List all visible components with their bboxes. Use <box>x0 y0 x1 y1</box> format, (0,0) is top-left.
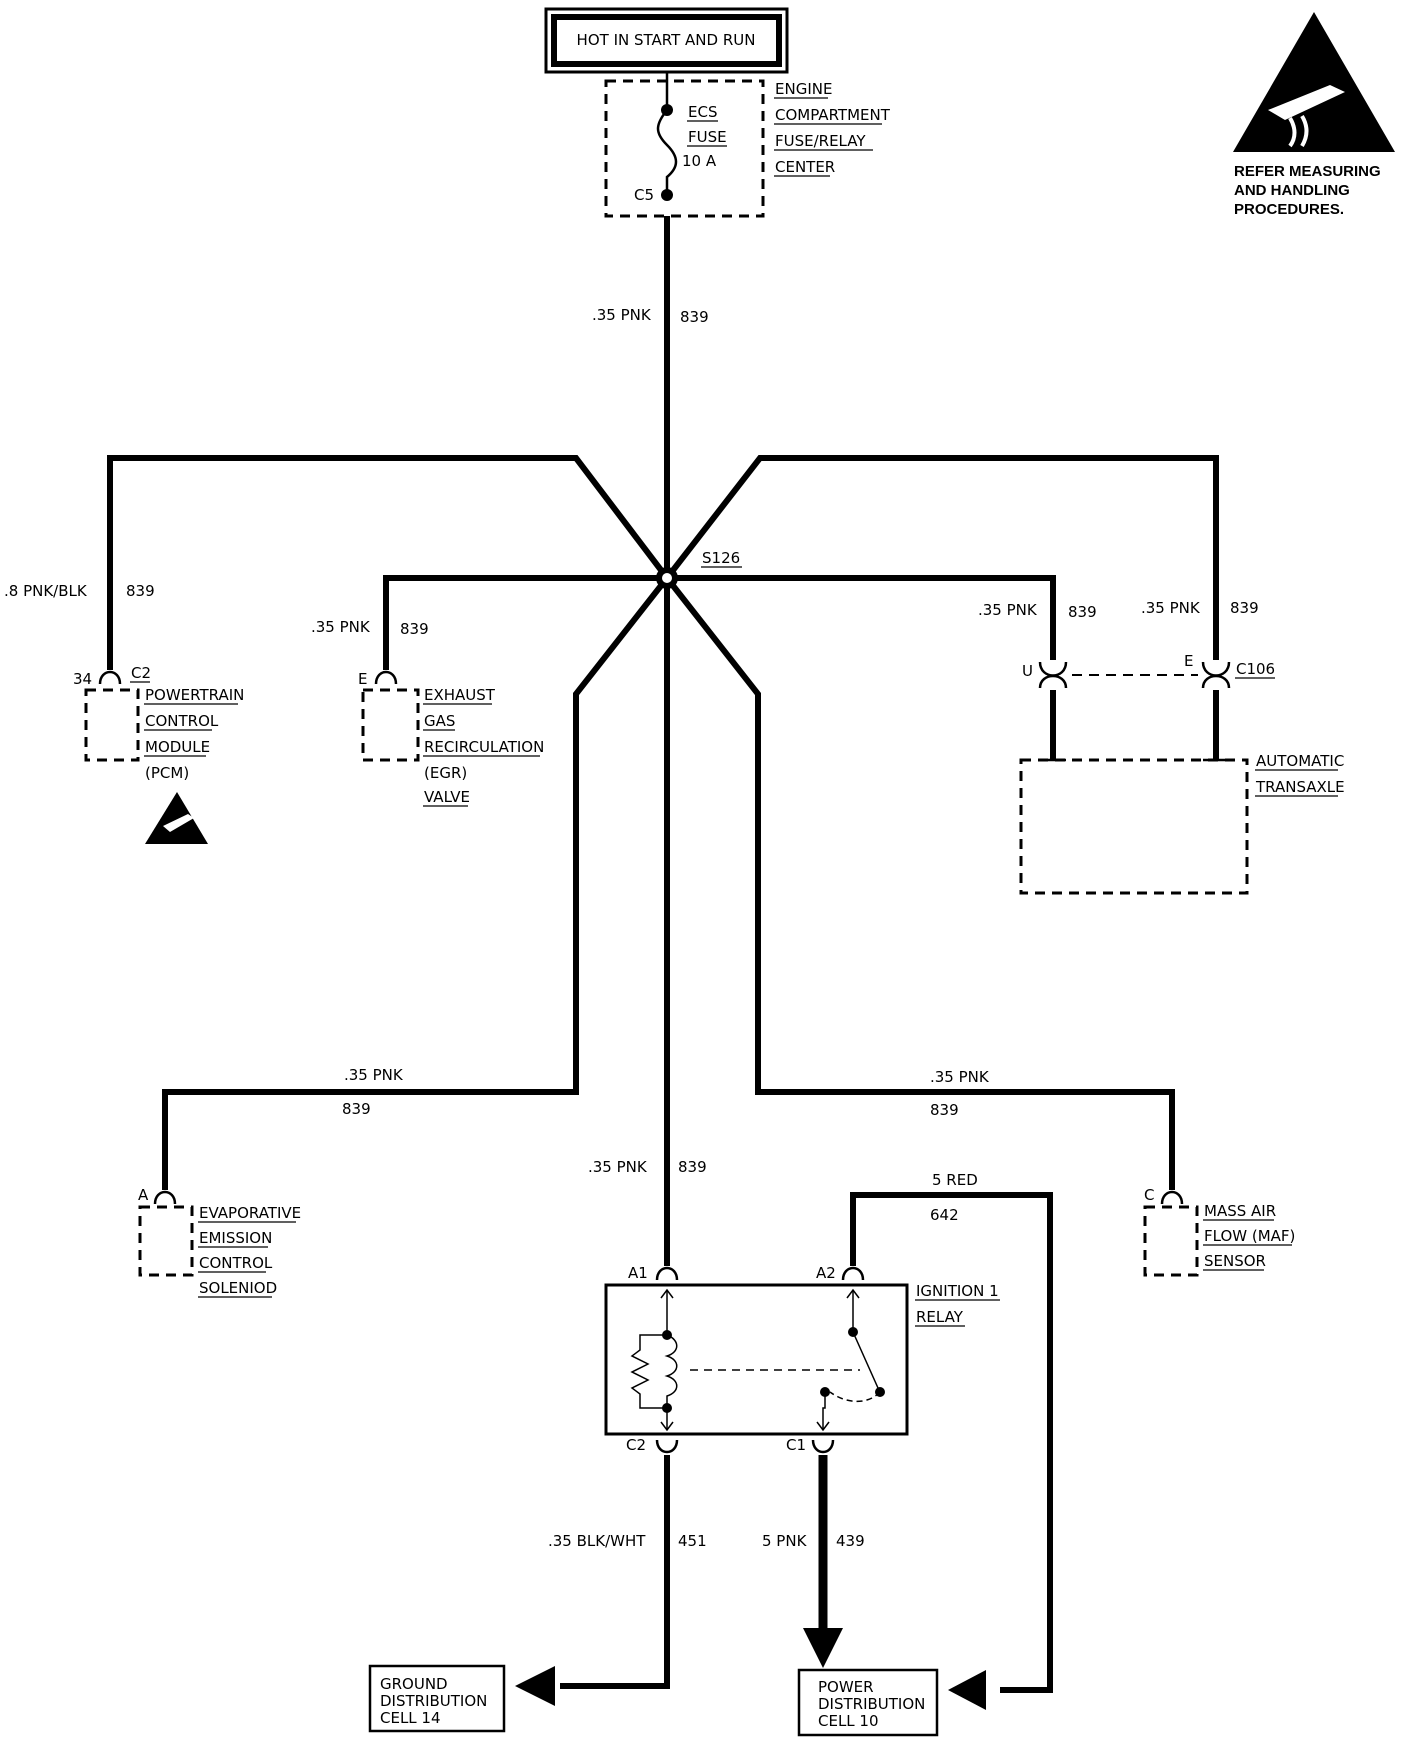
esd-notice-line-1: REFER MEASURING <box>1234 163 1381 180</box>
ignition-relay-component <box>604 1283 909 1436</box>
ground-dest-line-3: CELL 14 <box>380 1709 441 1727</box>
transaxle-u-branch-wire <box>667 575 1056 660</box>
trans-u-wire-gauge-color: .35 PNK <box>978 601 1038 619</box>
transaxle-label-1: AUTOMATIC <box>1256 752 1344 770</box>
esd-notice-line-2: AND HANDLING <box>1234 182 1350 199</box>
pcm-abbr: (PCM) <box>145 764 189 782</box>
fuse-name: ECS <box>688 103 717 121</box>
maf-label-3: SENSOR <box>1204 1252 1266 1270</box>
trans-pin-e: E <box>1184 652 1193 670</box>
transaxle-label-2: TRANSAXLE <box>1255 778 1345 796</box>
fuse-terminal: C5 <box>634 186 654 204</box>
splice-label: S126 <box>702 549 740 567</box>
relay-coil-circuit <box>630 1288 678 1432</box>
fuse-rating: 10 A <box>682 152 717 170</box>
relay-a1-wire-gauge-color: .35 PNK <box>588 1158 648 1176</box>
evap-pin: A <box>138 1186 149 1204</box>
relay-c1-wire-gauge-color: 5 PNK <box>762 1532 808 1550</box>
trans-pin-u: U <box>1022 662 1033 680</box>
ground-distribution-arrow <box>515 1666 555 1706</box>
relay-label-1: IGNITION 1 <box>916 1282 999 1300</box>
fuse-block-outline <box>604 79 765 218</box>
power-distribution-box <box>797 1668 939 1737</box>
fuse-center-label-1: ENGINE <box>775 80 832 98</box>
maf-wire-gauge-color: .35 PNK <box>930 1068 990 1086</box>
relay-c1-wire-circuit: 439 <box>836 1532 865 1550</box>
trans-u-wire-circuit: 839 <box>1068 603 1097 621</box>
main-wire-gauge-color: .35 PNK <box>592 306 652 324</box>
power-dest-line-2: DISTRIBUTION <box>818 1695 925 1713</box>
egr-label-2: GAS <box>424 712 455 730</box>
egr-branch-wire <box>383 575 667 670</box>
pcm-connector: C2 <box>131 664 151 682</box>
pcm-component <box>84 688 140 762</box>
trans-e-wire-gauge-color: .35 PNK <box>1141 599 1201 617</box>
main-wire-circuit: 839 <box>680 308 709 326</box>
fuse-center-label-2: COMPARTMENT <box>775 106 891 124</box>
relay-c2-wire-gauge-color: .35 BLK/WHT <box>548 1532 646 1550</box>
fuse-center-label-4: CENTER <box>775 158 835 176</box>
evap-label-4: SOLENIOD <box>199 1279 277 1297</box>
relay-pin-a2: A2 <box>816 1264 836 1282</box>
maf-pin: C <box>1144 1186 1154 1204</box>
evap-branch-wire <box>162 576 670 1190</box>
fuse-element <box>656 109 678 195</box>
egr-pin: E <box>358 670 367 688</box>
power-distribution-arrow <box>948 1670 986 1710</box>
relay-a1-wire-circuit: 839 <box>678 1158 707 1176</box>
pcm-label-1: POWERTRAIN <box>145 686 244 704</box>
relay-a2-wire-circuit: 642 <box>930 1206 959 1224</box>
ground-dest-line-2: DISTRIBUTION <box>380 1692 487 1710</box>
evap-wire-circuit: 839 <box>342 1100 371 1118</box>
fuse-center-label-3: FUSE/RELAY <box>775 132 866 150</box>
power-source-label: HOT IN START AND RUN <box>577 31 756 49</box>
maf-branch-wire <box>664 576 1175 1190</box>
relay-c2-ground-wire <box>560 1455 670 1689</box>
relay-pin-c1: C1 <box>786 1436 806 1454</box>
relay-a2-wire <box>850 1192 1053 1693</box>
egr-wire-gauge-color: .35 PNK <box>311 618 371 636</box>
relay-a2-wire-gauge-color: 5 RED <box>932 1171 978 1189</box>
egr-label-end: VALVE <box>424 788 470 806</box>
relay-label-2: RELAY <box>916 1308 964 1326</box>
maf-wire-circuit: 839 <box>930 1101 959 1119</box>
maf-component <box>1143 1205 1199 1277</box>
maf-label-1: MASS AIR <box>1204 1202 1276 1220</box>
relay-c2-wire-circuit: 451 <box>678 1532 707 1550</box>
evap-label-1: EVAPORATIVE <box>199 1204 301 1222</box>
evap-component <box>138 1205 194 1277</box>
trans-connector: C106 <box>1236 660 1275 678</box>
pcm-wire-gauge-color: .8 PNK/BLK <box>4 582 88 600</box>
relay-pin-c2: C2 <box>626 1436 646 1454</box>
evap-label-3: CONTROL <box>199 1254 273 1272</box>
egr-abbr: (EGR) <box>424 764 467 782</box>
evap-wire-gauge-color: .35 PNK <box>344 1066 404 1084</box>
egr-wire-circuit: 839 <box>400 620 429 638</box>
esd-notice-line-3: PROCEDURES. <box>1234 201 1344 218</box>
pcm-label-2: CONTROL <box>145 712 219 730</box>
fuse-word: FUSE <box>688 128 727 146</box>
trans-e-wire-circuit: 839 <box>1230 599 1259 617</box>
power-dest-line-1: POWER <box>818 1678 874 1696</box>
egr-label-3: RECIRCULATION <box>424 738 544 756</box>
pcm-wire-circuit: 839 <box>126 582 155 600</box>
power-dest-line-3: CELL 10 <box>818 1712 879 1730</box>
egr-label-1: EXHAUST <box>424 686 496 704</box>
pcm-label-3: MODULE <box>145 738 210 756</box>
pcm-esd-icon <box>145 792 208 844</box>
relay-pin-a1: A1 <box>628 1264 648 1282</box>
maf-label-2: FLOW (MAF) <box>1204 1227 1295 1245</box>
relay-c1-arrow <box>803 1628 843 1668</box>
pcm-branch-wire <box>107 455 670 670</box>
transaxle-e-branch-wire <box>664 455 1219 660</box>
transaxle-component <box>1019 758 1249 895</box>
ground-distribution-box <box>368 1664 506 1733</box>
pcm-pin: 34 <box>73 670 92 688</box>
ground-dest-line-1: GROUND <box>380 1675 448 1693</box>
evap-label-2: EMISSION <box>199 1229 272 1247</box>
relay-switch-contacts <box>816 1288 885 1432</box>
esd-warning-icon <box>1233 12 1395 152</box>
egr-component <box>361 688 420 762</box>
